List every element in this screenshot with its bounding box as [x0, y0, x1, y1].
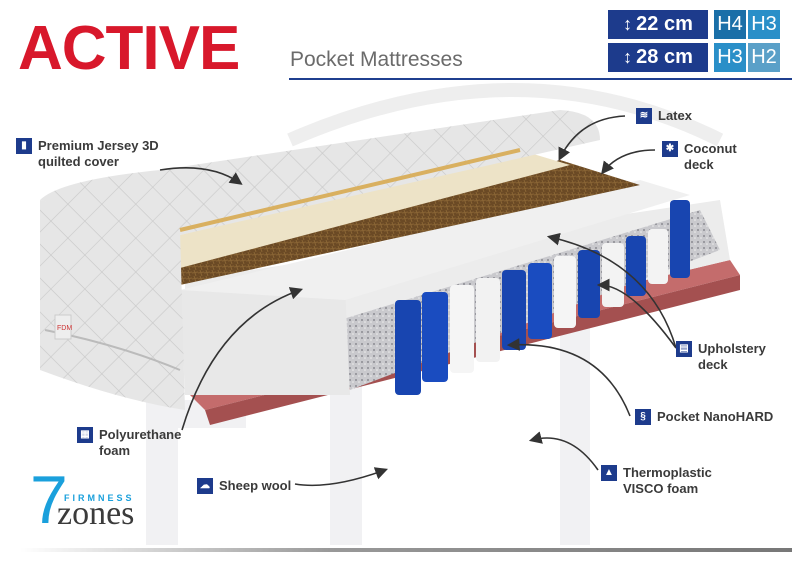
- label-text: deck: [698, 357, 728, 372]
- height-value: 22 cm: [636, 12, 693, 35]
- foam-icon: ▦: [77, 427, 93, 443]
- firmness-text: FIRMNESS: [64, 493, 135, 503]
- sheep-icon: ☁: [197, 478, 213, 494]
- spec-row-22: ↕ 22 cm H4 H3: [608, 9, 780, 39]
- label-sheepwool: ☁ Sheep wool: [197, 478, 291, 494]
- label-text: Coconut: [684, 141, 737, 156]
- firmness-badge: H4: [714, 9, 746, 39]
- label-text: Sheep wool: [219, 478, 292, 493]
- firmness-badge: H2: [748, 42, 780, 72]
- label-text: quilted cover: [38, 154, 119, 169]
- svg-text:FDM: FDM: [57, 325, 72, 332]
- visco-icon: ▲: [601, 465, 617, 481]
- bottom-divider: [20, 548, 792, 552]
- height-badge: ↕ 22 cm: [608, 9, 708, 39]
- zones-text: zones: [57, 495, 135, 532]
- height-value: 28 cm: [636, 45, 693, 68]
- label-text: Premium Jersey 3D: [38, 138, 159, 153]
- spring-icon: §: [635, 409, 651, 425]
- height-arrow-icon: ↕: [623, 13, 633, 34]
- zones-number: 7: [30, 462, 68, 538]
- label-text: VISCO foam: [623, 481, 699, 496]
- spec-row-28: ↕ 28 cm H3 H2: [608, 42, 780, 72]
- spec-table: ↕ 22 cm H4 H3 ↕ 28 cm H3 H2: [608, 9, 780, 72]
- header-divider: [289, 78, 792, 80]
- label-text: Polyurethane: [99, 427, 182, 442]
- label-pocket: § Pocket NanoHARD: [635, 409, 773, 425]
- label-text: Latex: [658, 108, 692, 123]
- label-text: Thermoplastic: [623, 465, 712, 480]
- upholstery-icon: ▤: [676, 341, 692, 357]
- jersey-icon: ▮: [16, 138, 32, 154]
- product-subtitle: Pocket Mattresses: [290, 48, 463, 71]
- label-text: foam: [99, 443, 131, 458]
- label-latex: ≋ Latex: [636, 108, 692, 124]
- height-arrow-icon: ↕: [623, 46, 633, 67]
- firmness-badge: H3: [748, 9, 780, 39]
- label-text: deck: [684, 157, 714, 172]
- latex-icon: ≋: [636, 108, 652, 124]
- palm-tree-icon: ✱: [662, 141, 678, 157]
- label-text: Pocket NanoHARD: [657, 409, 774, 424]
- firmness-badge: H3: [714, 42, 746, 72]
- label-text: Upholstery: [698, 341, 766, 356]
- brand-title: ACTIVE: [18, 14, 240, 83]
- height-badge: ↕ 28 cm: [608, 42, 708, 72]
